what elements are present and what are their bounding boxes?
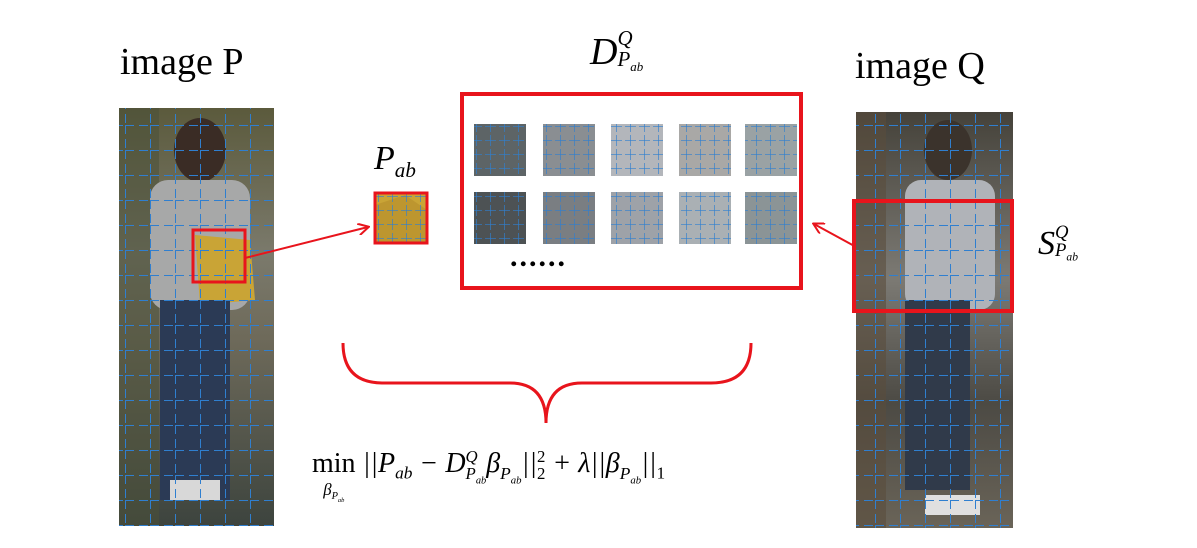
dict-patch bbox=[679, 192, 731, 244]
ellipsis: ...... bbox=[510, 240, 567, 273]
dict-patch bbox=[679, 124, 731, 176]
arrow-p-to-patch bbox=[244, 227, 368, 259]
patch-highlight-p bbox=[191, 228, 247, 284]
dict-patch bbox=[611, 124, 663, 176]
dict-patch bbox=[474, 192, 526, 244]
dict-patch bbox=[745, 192, 797, 244]
dict-patch bbox=[745, 124, 797, 176]
dict-patch bbox=[611, 192, 663, 244]
arrow-q-to-dictionary bbox=[814, 224, 859, 249]
patch-pab-label: Pab bbox=[374, 140, 416, 182]
dict-patch bbox=[543, 192, 595, 244]
dict-patch bbox=[543, 124, 595, 176]
search-region-q bbox=[852, 199, 1014, 313]
dictionary-box bbox=[460, 92, 803, 290]
image-q bbox=[856, 112, 1013, 528]
image-p bbox=[119, 108, 274, 526]
image-q-label: image Q bbox=[855, 45, 985, 87]
dict-patch bbox=[474, 124, 526, 176]
dictionary-patches bbox=[474, 124, 797, 244]
image-p-label: image P bbox=[120, 41, 244, 83]
patch-pab bbox=[373, 191, 429, 245]
curly-brace bbox=[341, 342, 753, 424]
